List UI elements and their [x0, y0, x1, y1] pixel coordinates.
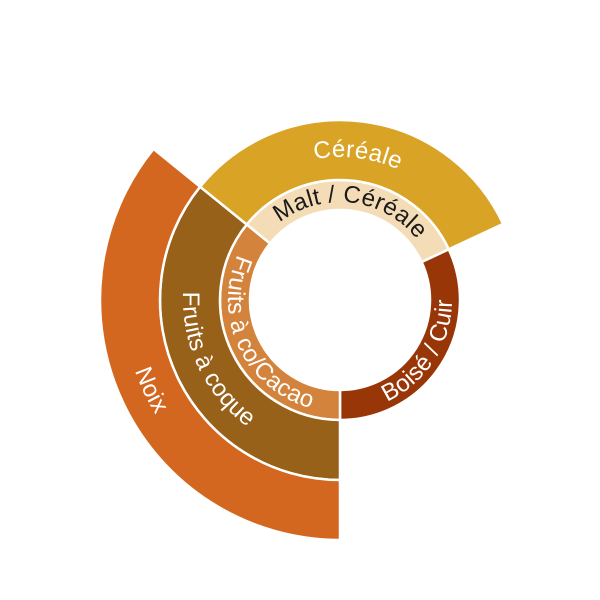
segments-layer [98, 118, 505, 542]
segment-noix[interactable] [98, 147, 342, 542]
segment-cereale[interactable] [198, 118, 505, 251]
